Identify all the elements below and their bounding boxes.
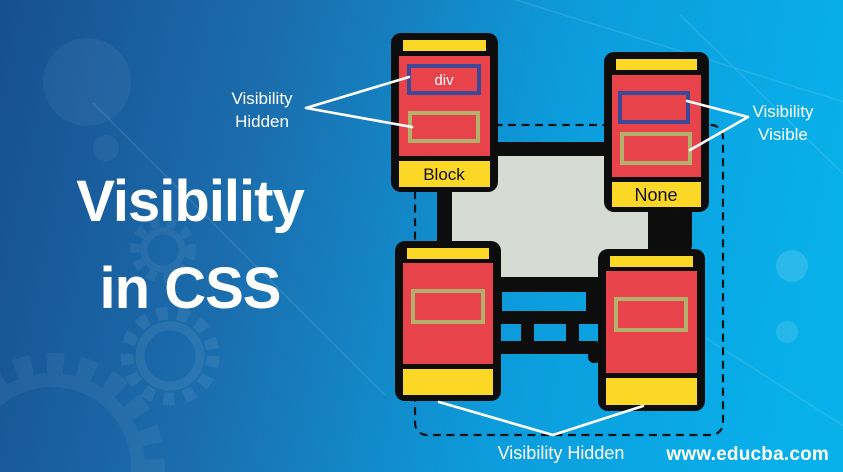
phone-screen: [403, 263, 493, 364]
circle-bubble-icon: [93, 135, 119, 161]
phone-badge-bar: [612, 182, 701, 207]
title-line-2: in CSS: [99, 256, 282, 321]
div-box-visible: [407, 64, 481, 95]
smartphone-icon-bottom-left: [395, 241, 501, 401]
annotation-line: Hidden: [235, 112, 289, 131]
circle-bubble-icon: [776, 250, 808, 282]
div-box-hidden: [411, 289, 485, 324]
pointer-lines-hidden-bottom: [437, 400, 645, 437]
phone-badge-bar: [399, 161, 490, 187]
smartphone-icon-bottom-right: [598, 249, 705, 411]
div-box-visible-2: [620, 132, 692, 165]
none-badge: None: [634, 185, 677, 205]
annotation-line: Visible: [758, 125, 808, 144]
pointer-lines-hidden-top: [304, 75, 414, 129]
annotation-line: Visibility: [231, 89, 293, 108]
div-box-visible: [618, 91, 690, 124]
circle-bubble-icon: [43, 38, 131, 126]
annotation-visibility-hidden-bottom: Visibility Hidden: [497, 443, 625, 463]
watermark-url: www.educba.com: [666, 444, 829, 465]
circle-bubble-icon: [776, 321, 798, 343]
smartphone-icon-none: None: [604, 52, 709, 212]
div-box-hidden: [614, 297, 688, 332]
gear-icon: [130, 217, 196, 283]
phone-top-bar: [403, 40, 486, 51]
annotation-visibility-hidden-top: Visibility Hidden: [200, 87, 324, 133]
gear-icon: [120, 306, 220, 406]
phone-top-bar: [610, 256, 693, 267]
annotation-line: Visibility: [752, 102, 814, 121]
page-title: Visibility in CSS: [0, 158, 380, 332]
phone-top-bar: [407, 248, 489, 259]
gear-icon: [0, 353, 165, 472]
pointer-lines-visible-right: [685, 99, 750, 152]
phone-top-bar: [616, 59, 697, 70]
div-label: div: [434, 72, 454, 89]
phone-screen: [606, 271, 697, 373]
annotation-visibility-visible: Visibility Visible: [726, 100, 840, 146]
smartphone-icon-block: div Block: [391, 33, 498, 192]
block-badge: Block: [423, 165, 465, 184]
phone-badge-bar: [403, 369, 493, 395]
title-line-1: Visibility: [76, 169, 304, 234]
monitor-stand: [486, 280, 603, 363]
phone-badge-bar: [606, 378, 697, 405]
